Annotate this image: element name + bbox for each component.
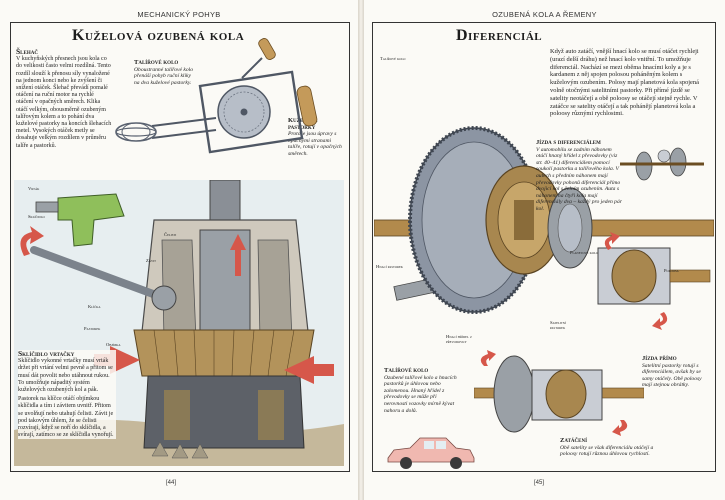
slehac-section: Šlehač V kuchyňských přesnech jsou kola …: [16, 48, 112, 150]
grip-handle: [296, 85, 318, 127]
crank-handle: [258, 38, 276, 60]
turning-differential-illustration: [474, 350, 644, 436]
label-hnaci-hridel: Hnací hřídel z převodovky: [446, 334, 472, 344]
label-poloosa: Poloosa: [664, 268, 679, 273]
differential-illustration: [374, 126, 714, 330]
page-title-right: Diferenciál: [456, 27, 543, 44]
label-objimka: Objímka: [106, 342, 121, 347]
folio-right: [45]: [534, 480, 545, 486]
sklicidlo-text: Sklíčidlo vykonné vrtačky musí vrták drž…: [18, 358, 113, 394]
slehac-heading: Šlehač: [16, 47, 38, 56]
turning-ring-gear: [493, 355, 535, 433]
jizda-prima-heading: Jízda přímo: [642, 355, 677, 362]
label-pastorek: Pastorek: [84, 326, 101, 331]
jizda-s-dif-heading: Jízda s diferenciálem: [536, 139, 601, 146]
crank-arm: [241, 57, 263, 79]
label-satelitni-pastorek: Satelitní pastorek: [550, 320, 566, 330]
drill-tool: [57, 193, 125, 247]
rotation-arrow-icon: [480, 350, 496, 366]
car-wheel: [450, 457, 462, 469]
running-head-right: OZUBENÁ KOLA A ŘEMENY: [492, 10, 597, 19]
egg-beater-illustration: [115, 38, 318, 154]
zataceni-text: Obě satelity se však diferenciálu otáčej…: [560, 444, 654, 458]
sklicidlo-text2: Pastorek na klíčce otáčí objímkou sklíči…: [18, 396, 114, 439]
left-arrow-icon: [284, 356, 334, 384]
label-celisti: Čelisti: [164, 232, 177, 237]
folio-left: [44]: [166, 480, 177, 486]
zataceni-caption: Zatáčení Obě satelity se však diferenciá…: [560, 437, 656, 458]
taliove-kolo-caption-right: Talířové kolo Ozubené talířové kolo a hn…: [384, 367, 458, 414]
taliove-kolo-heading-right: Talířové kolo: [384, 367, 429, 374]
label-planet-kolo: Planetové kolo: [570, 250, 598, 255]
slehac-text: V kuchyňských přesnech jsou kola co do v…: [16, 56, 112, 149]
jizda-prima-text: Satelitní pastorky rotují s diferenciále…: [642, 362, 702, 389]
rotation-arrow-icon: [612, 420, 628, 436]
up-arrow-icon: [230, 234, 246, 276]
car-body: [387, 437, 475, 463]
drill-chuck-illustration: [14, 180, 344, 466]
label-klicka: Klíčka: [88, 304, 101, 309]
taliove-kolo-text: Oboustranné talířové kolo přenáší pohyb …: [134, 66, 194, 86]
beater-frame: [198, 70, 304, 154]
label-vrtak: Vrták: [28, 186, 40, 191]
left-page: MECHANICKÝ POHYB Kuželová ozubená kola Š…: [0, 0, 359, 500]
rotation-arrow-icon: [604, 232, 620, 250]
sklicidlo-heading: Sklíčidlo vrtačky: [18, 349, 75, 358]
label-sklicidlo: Sklíčidlo: [28, 214, 45, 219]
taliove-kolo-text-right: Ozubené talířové kolo a hnacích pastorků…: [384, 374, 457, 414]
chuck-key: [30, 246, 168, 302]
page-title-left: Kuželová ozubená kola: [72, 27, 245, 44]
jizda-prima-caption: Jízda přímo Satelitní pastorky rotují s …: [642, 355, 708, 389]
rotation-arrow-icon: [20, 226, 44, 256]
book-gutter: [358, 0, 364, 500]
zataceni-heading: Zatáčení: [560, 437, 588, 444]
jizda-s-dif-caption: Jízda s diferenciálem V automobilu se za…: [536, 139, 624, 213]
differential-intro: Když auto zatáčí, vnější hnací kolo se m…: [550, 48, 699, 118]
jizda-s-dif-text: V automobilu se zadním náhonem otáčí hna…: [536, 146, 622, 212]
label-taliove-kolo: Talířové kolo: [380, 56, 406, 61]
key-pinion: [151, 285, 177, 311]
running-head-left: MECHANICKÝ POHYB: [137, 10, 221, 19]
right-page: OZUBENÁ KOLA A ŘEMENY Diferenciál Když a…: [364, 0, 725, 500]
taliove-kolo-caption: Talířové kolo Oboustranné talířové kolo …: [134, 59, 194, 86]
label-hnaci-pastorek: Hnací pastorek: [376, 264, 403, 269]
label-zavit: Závit: [146, 258, 156, 263]
kuzelove-pastorky-text: Protože jsou úpravy s opačnými stranami …: [288, 131, 342, 157]
right-arrow-icon: [94, 346, 140, 374]
sklicidlo-section: Sklíčidlo vrtačky Sklíčidlo vykonné vrta…: [18, 349, 116, 440]
car-illustration: [387, 437, 475, 469]
taliove-kolo-heading: Talířové kolo: [134, 59, 179, 66]
car-wheel: [400, 457, 412, 469]
rotation-arrow-icon: [652, 312, 668, 330]
